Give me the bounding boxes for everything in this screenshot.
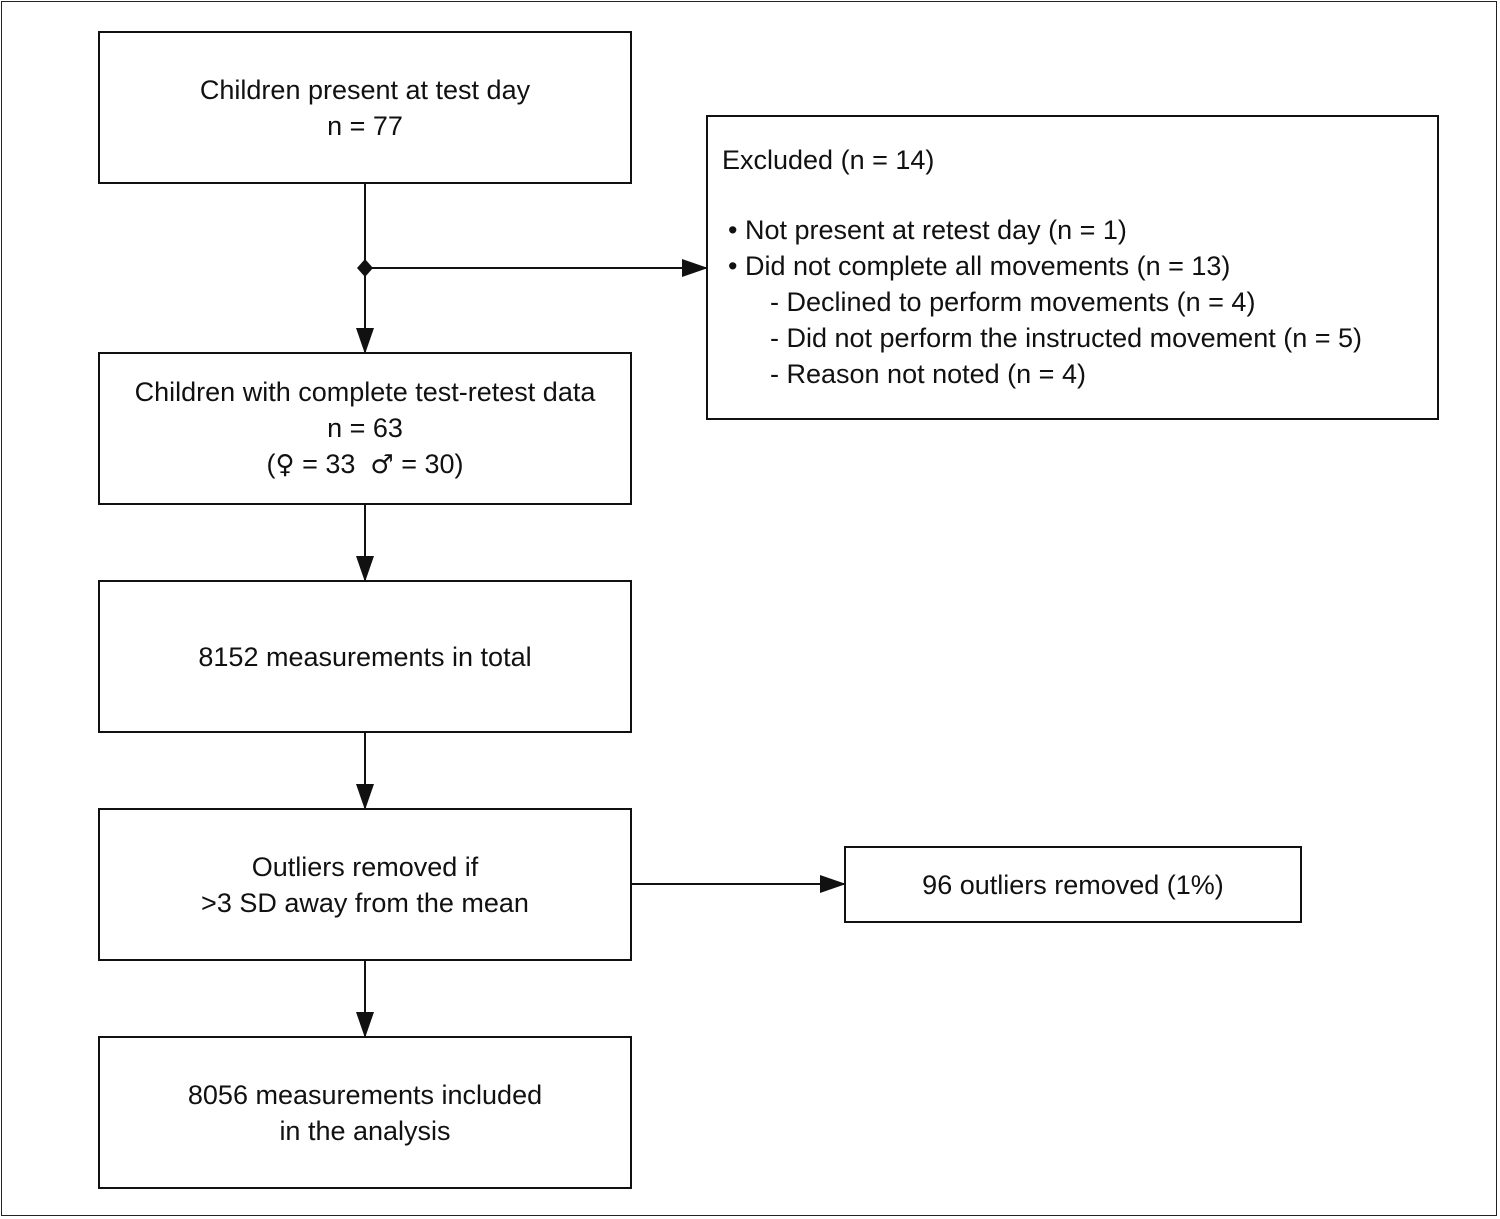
box-measurements-included-line2: in the analysis	[279, 1115, 451, 1146]
sex-breakdown-open: (	[266, 449, 276, 479]
box-outliers-removed-label: 96 outliers removed (1%)	[922, 869, 1224, 900]
box-outliers-rule: Outliers removed if >3 SD away from the …	[98, 808, 632, 961]
box-outliers-removed: 96 outliers removed (1%)	[844, 846, 1302, 923]
sex-breakdown: (♀ = 33 ♂ = 30)	[267, 446, 464, 483]
excluded-item-not-present: • Not present at retest day (n = 1)	[728, 215, 1127, 245]
box-measurements-total: 8152 measurements in total	[98, 580, 632, 733]
box-children-complete-count: n = 63	[327, 413, 403, 443]
box-outliers-rule-line1: Outliers removed if	[251, 851, 479, 882]
female-symbol: ♀	[275, 450, 295, 480]
female-count: = 33	[294, 449, 371, 479]
excluded-subitem-declined: - Declined to perform movements (n = 4)	[770, 287, 1256, 317]
box-children-present-label: Children present at test day	[199, 74, 531, 105]
box-children-present-count: n = 77	[327, 110, 403, 141]
box-children-present: Children present at test day n = 77	[98, 31, 632, 184]
excluded-subitem-not-instructed: - Did not perform the instructed movemen…	[770, 323, 1362, 353]
excluded-subitem-not-noted: - Reason not noted (n = 4)	[770, 359, 1086, 389]
box-measurements-included-line1: 8056 measurements included	[187, 1079, 543, 1110]
male-count: = 30)	[393, 449, 464, 479]
box-children-complete-label: Children with complete test-retest data	[134, 377, 596, 407]
excluded-item-incomplete: • Did not complete all movements (n = 13…	[728, 251, 1231, 281]
box-children-complete: Children with complete test-retest data …	[98, 352, 632, 505]
box-measurements-included: 8056 measurements included in the analys…	[98, 1036, 632, 1189]
box-excluded: Excluded (n = 14) • Not present at retes…	[706, 115, 1439, 420]
box-outliers-rule-line2: >3 SD away from the mean	[201, 887, 529, 918]
excluded-title: Excluded (n = 14)	[722, 145, 935, 175]
male-symbol: ♂	[370, 450, 394, 480]
box-measurements-total-label: 8152 measurements in total	[198, 641, 532, 672]
